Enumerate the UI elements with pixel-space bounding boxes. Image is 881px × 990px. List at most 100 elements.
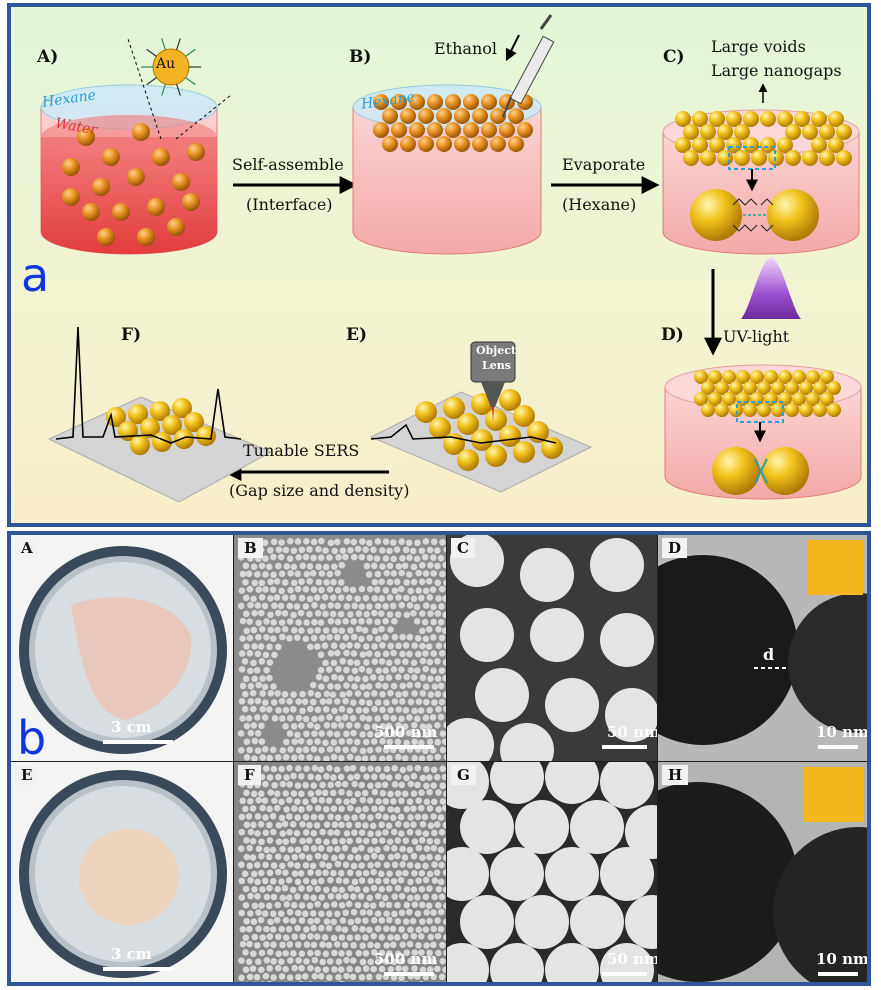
sem-particle — [319, 634, 326, 642]
sem-particle — [354, 854, 362, 861]
sem-particle — [345, 821, 353, 829]
sem-particle — [349, 764, 357, 772]
sem-particle — [323, 722, 331, 729]
sem-particle — [418, 739, 425, 747]
sem-particle — [411, 738, 418, 746]
sem-particle — [285, 877, 293, 884]
sem-particle — [443, 934, 446, 941]
nanoparticle — [709, 111, 725, 127]
sem-particle — [382, 925, 390, 932]
sem-particle — [379, 790, 387, 797]
sem-particle — [402, 546, 410, 554]
sem-particle — [263, 941, 270, 948]
nanoparticle — [799, 403, 813, 417]
sem-particle — [293, 981, 295, 982]
sem-particle — [378, 805, 386, 812]
nanoparticle — [112, 203, 130, 221]
sem-particle — [334, 814, 342, 821]
sem-particle — [430, 554, 437, 561]
sem-particle — [426, 754, 434, 761]
sem-particle — [295, 698, 302, 705]
sem-particle — [287, 570, 294, 577]
sem-particle — [397, 730, 405, 738]
sem-particle — [299, 933, 307, 940]
sem-particle — [322, 627, 330, 634]
sem-particle — [279, 862, 286, 870]
sem-particle — [385, 659, 393, 667]
nanoparticle — [490, 108, 506, 124]
nanoparticle — [427, 122, 443, 138]
gap-d-label: d — [763, 645, 775, 664]
sem-particle — [298, 950, 306, 957]
sem-particle — [439, 570, 446, 578]
sem-particle — [430, 603, 437, 611]
sem-particle — [283, 774, 290, 781]
sem-particle — [293, 634, 301, 641]
sem-particle — [406, 798, 414, 806]
sem-particle — [395, 820, 402, 828]
sem-particle — [282, 838, 290, 845]
sem-particle — [401, 723, 409, 730]
sem-particle — [263, 925, 270, 933]
sem-particle — [337, 594, 345, 601]
sem-particle — [334, 845, 341, 853]
sem-particle — [297, 609, 305, 617]
nanoparticle — [726, 111, 742, 127]
sem-particle — [281, 884, 289, 892]
sem-particle — [385, 722, 393, 730]
sem-sphere — [600, 847, 654, 901]
nanoparticle — [792, 392, 806, 406]
sem-particle — [302, 798, 309, 806]
uv-light-icon — [741, 257, 801, 319]
nanoparticle — [701, 381, 715, 395]
step-label-a: A) — [37, 47, 59, 67]
sem-particle — [266, 933, 274, 940]
sem-particle — [287, 537, 294, 545]
sem-particle — [327, 781, 335, 789]
sem-particle — [250, 722, 258, 729]
nanoparticle — [827, 403, 841, 417]
sem-particle — [410, 886, 418, 893]
sem-particle — [435, 901, 442, 909]
sem-particle — [366, 973, 373, 981]
sem-particle — [307, 773, 315, 781]
sem-particle — [406, 765, 414, 772]
sem-particle — [275, 609, 282, 617]
sem-particle — [435, 706, 442, 713]
sem-particle — [347, 611, 354, 618]
sem-particle — [395, 691, 402, 698]
sem-particle — [330, 869, 337, 877]
sem-particle — [307, 869, 314, 876]
sem-particle — [303, 570, 311, 578]
sem-particle — [274, 853, 282, 860]
sem-particle — [261, 877, 269, 885]
syringe-icon — [502, 14, 555, 118]
sem-particle — [350, 957, 357, 964]
sem-particle — [317, 813, 325, 821]
sem-particle — [422, 830, 430, 837]
sem-particle — [443, 721, 446, 729]
sem-particle — [257, 609, 265, 617]
sem-particle — [321, 789, 329, 797]
sem-particle — [427, 562, 434, 569]
sem-particle — [246, 618, 253, 625]
sem-particle — [299, 562, 307, 570]
sem-particle — [334, 860, 342, 868]
sem-particle — [290, 691, 297, 698]
sem-particle — [255, 586, 263, 593]
arrow-ethanol — [505, 34, 520, 62]
sem-particle — [435, 595, 442, 602]
large-nanogaps-label: Large nanogaps — [711, 61, 842, 80]
sem-particle — [247, 601, 254, 609]
sem-particle — [375, 958, 382, 965]
nanoparticle — [708, 370, 722, 384]
sem-particle — [251, 579, 259, 587]
sem-particle — [342, 861, 350, 869]
sem-particle — [426, 546, 434, 554]
sem-particle — [434, 965, 441, 973]
sem-particle — [358, 618, 365, 625]
sem-particle — [430, 813, 437, 820]
sem-particle — [343, 814, 350, 821]
nanoparticle — [427, 94, 443, 110]
nanoparticle — [785, 150, 801, 166]
